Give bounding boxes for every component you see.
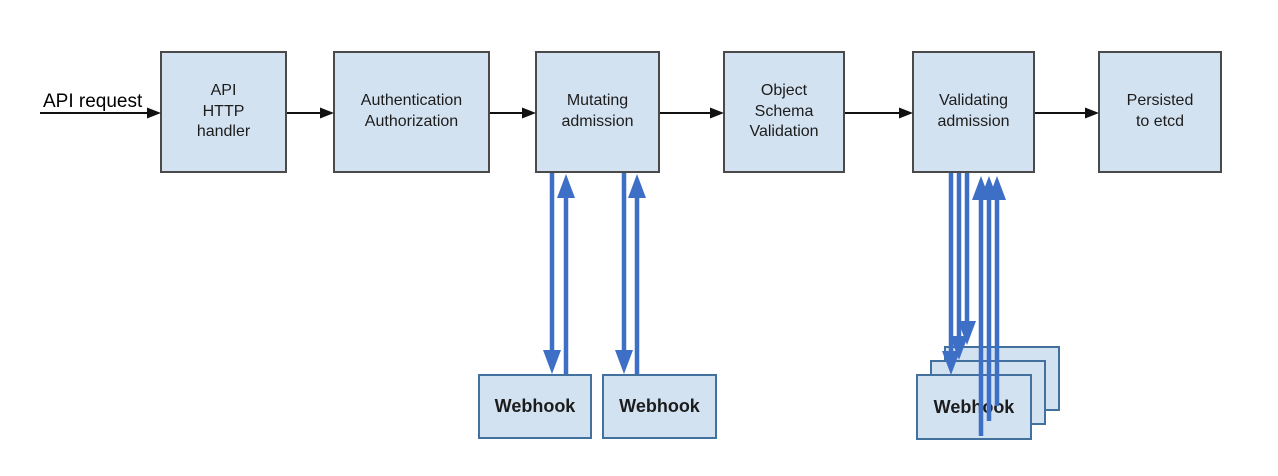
flow-arrow-mutating-to-schema — [660, 107, 724, 119]
flow-arrow-schema-to-validating — [845, 107, 913, 119]
stage-label: Persisted to etcd — [1126, 92, 1194, 130]
validating-webhook-down-arrow-2 — [950, 173, 968, 360]
validating-webhook-box-front: Webhook — [916, 374, 1032, 440]
mutating-webhook2-up-arrow — [628, 174, 646, 374]
webhook-label: Webhook — [494, 396, 576, 416]
stage-box-object-schema-validation: Object Schema Validation — [723, 51, 845, 173]
mutating-webhook1-down-arrow — [543, 173, 561, 374]
flow-arrow-auth-to-mutating — [490, 107, 536, 119]
stage-label: Validating admission — [937, 92, 1010, 130]
stage-label: Object Schema Validation — [749, 81, 819, 141]
validating-webhook-down-arrow-1 — [942, 173, 960, 375]
mutating-webhook-box-2: Webhook — [602, 374, 717, 439]
flow-arrow-validating-to-etcd — [1035, 107, 1099, 119]
validating-webhook-down-arrow-3 — [958, 173, 976, 345]
flow-arrow-handler-to-auth — [287, 107, 334, 119]
stage-box-authentication-authorization: Authentication Authorization — [333, 51, 490, 173]
webhook-label: Webhook — [619, 396, 700, 416]
mutating-webhook-box-1: Webhook — [478, 374, 592, 439]
stage-box-validating-admission: Validating admission — [912, 51, 1035, 173]
api-request-label: API request — [43, 91, 143, 112]
stage-label: Authentication Authorization — [360, 92, 463, 130]
stage-box-mutating-admission: Mutating admission — [535, 51, 660, 173]
stage-box-api-http-handler: API HTTP handler — [160, 51, 287, 173]
webhook-label: Webhook — [933, 396, 1015, 417]
mutating-webhook1-up-arrow — [557, 174, 575, 374]
stage-box-persisted-to-etcd: Persisted to etcd — [1098, 51, 1222, 173]
stage-label: API HTTP handler — [196, 81, 251, 141]
stage-label: Mutating admission — [561, 92, 634, 130]
mutating-webhook2-down-arrow — [615, 173, 633, 374]
